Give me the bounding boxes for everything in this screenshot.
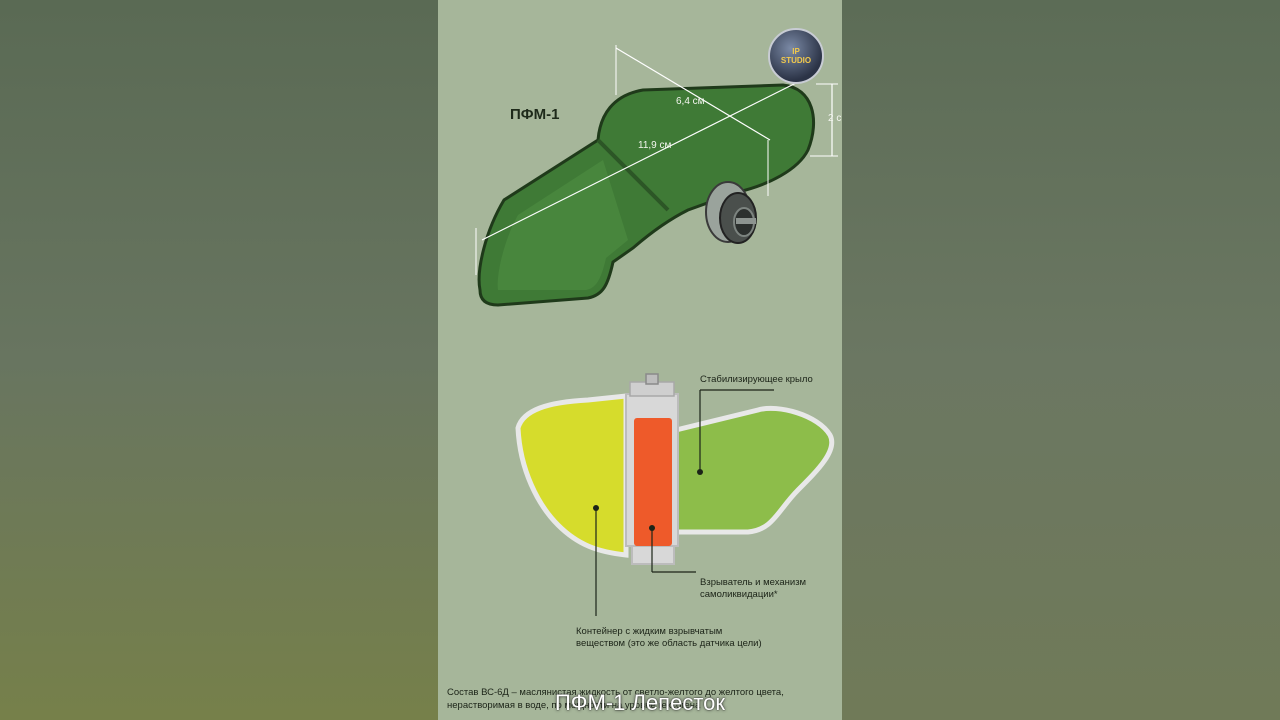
callout-container-line1: Контейнер с жидким взрывчатым [576, 626, 723, 637]
video-overlay-title: ПФМ-1 Лепесток [554, 690, 726, 715]
dot-wing [697, 469, 703, 475]
fuse-core [634, 418, 672, 546]
dim-line-length [481, 81, 799, 241]
dim-label-height: 2 с [828, 113, 842, 124]
callout-container: Контейнер с жидким взрывчатым веществом … [576, 626, 762, 650]
dim-label-length: 11,9 см [638, 140, 672, 151]
fuse-pin [736, 218, 756, 224]
dim-line-width [615, 47, 771, 141]
logo-line1: IP [792, 47, 800, 56]
callout-wing: Стабилизирующее крыло [700, 374, 813, 385]
left-blurred-background [0, 0, 438, 720]
callout-fuse-line1: Взрыватель и механизм [700, 577, 807, 588]
callout-container-line2: веществом (это же область датчика цели) [576, 638, 762, 649]
composition-note-line2: нерастворимая в воде, по мощности на уро… [447, 700, 701, 711]
dot-container [593, 505, 599, 511]
video-frame[interactable]: ПФМ-1 6,4 см 11,9 см 2 с IP STUDIO Стаби… [438, 0, 842, 720]
fuse-cap-top [645, 373, 659, 385]
studio-logo[interactable]: IP STUDIO [768, 28, 824, 84]
logo-line2: STUDIO [780, 56, 812, 65]
section-outline [515, 393, 629, 558]
callout-fuse: Взрыватель и механизм самоликвидации* [700, 577, 806, 601]
wing-section [673, 405, 835, 535]
dim-label-width: 6,4 см [676, 96, 705, 107]
dot-fuse [649, 525, 655, 531]
fuse-bottom [631, 545, 675, 565]
mine-ridge [596, 138, 670, 212]
callout-fuse-line2: самоликвидации* [700, 589, 778, 600]
composition-note-line1: Состав ВС-6Д – маслянистая жидкость от с… [447, 687, 784, 698]
composition-note: Состав ВС-6Д – маслянистая жидкость от с… [447, 686, 839, 712]
mine-illustration [475, 45, 838, 616]
mine-wing-highlight [497, 160, 628, 290]
mine-title: ПФМ-1 [510, 106, 560, 123]
right-blurred-background [842, 0, 1280, 720]
